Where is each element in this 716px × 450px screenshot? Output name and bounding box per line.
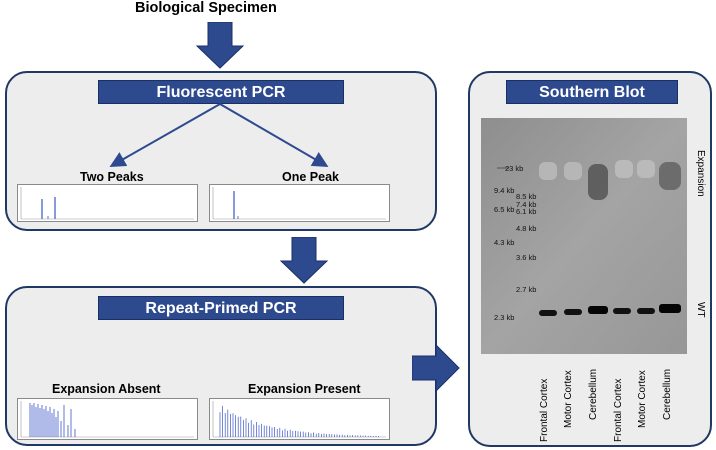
expansion-absent-label: Expansion Absent xyxy=(52,382,161,396)
marker-23kb: 23 kb xyxy=(505,164,524,173)
expansion-side-label: Expansion xyxy=(695,150,706,197)
expansion-present-electropherogram xyxy=(209,398,390,440)
arrow-down-icon xyxy=(195,22,245,69)
expansion-present-label: Expansion Present xyxy=(248,382,361,396)
two-peaks-label: Two Peaks xyxy=(80,170,144,184)
marker-8-5kb: 8.5 kb xyxy=(516,192,537,201)
repeat-primed-pcr-title: Repeat-Primed PCR xyxy=(98,296,344,320)
southern-blot-title: Southern Blot xyxy=(506,80,678,104)
marker-2-3kb: 2.3 kb xyxy=(494,313,515,322)
lane-label-3: Cerebellum xyxy=(588,368,599,420)
wt-side-label: WT xyxy=(695,302,706,318)
two-peaks-electropherogram xyxy=(17,184,198,222)
lane-label-1: Frontal Cortex xyxy=(539,378,550,442)
specimen-title: Biological Specimen xyxy=(135,0,277,16)
marker-4-3kb: 4.3 kb xyxy=(494,238,515,247)
lane-label-5: Motor Cortex xyxy=(637,370,648,428)
marker-3-6kb: 3.6 kb xyxy=(516,253,537,262)
southern-blot-gel-image xyxy=(481,118,687,354)
marker-2-7kb: 2.7 kb xyxy=(516,285,537,294)
marker-9-4kb: 9.4 kb xyxy=(494,186,515,195)
arrow-down-icon-2 xyxy=(279,237,329,284)
lane-label-4: Frontal Cortex xyxy=(613,378,624,442)
marker-6-5kb: 6.5 kb xyxy=(494,205,515,214)
arrow-right-icon xyxy=(412,344,460,392)
lane-label-2: Motor Cortex xyxy=(563,370,574,428)
expansion-absent-electropherogram xyxy=(17,398,198,440)
marker-6-1kb: 6.1 kb xyxy=(516,207,537,216)
one-peak-label: One Peak xyxy=(282,170,339,184)
lane-label-6: Cerebellum xyxy=(662,368,673,420)
marker-7-4kb: 7.4 kb xyxy=(516,200,537,209)
one-peak-electropherogram xyxy=(209,184,390,222)
marker-4-8kb: 4.8 kb xyxy=(516,224,537,233)
